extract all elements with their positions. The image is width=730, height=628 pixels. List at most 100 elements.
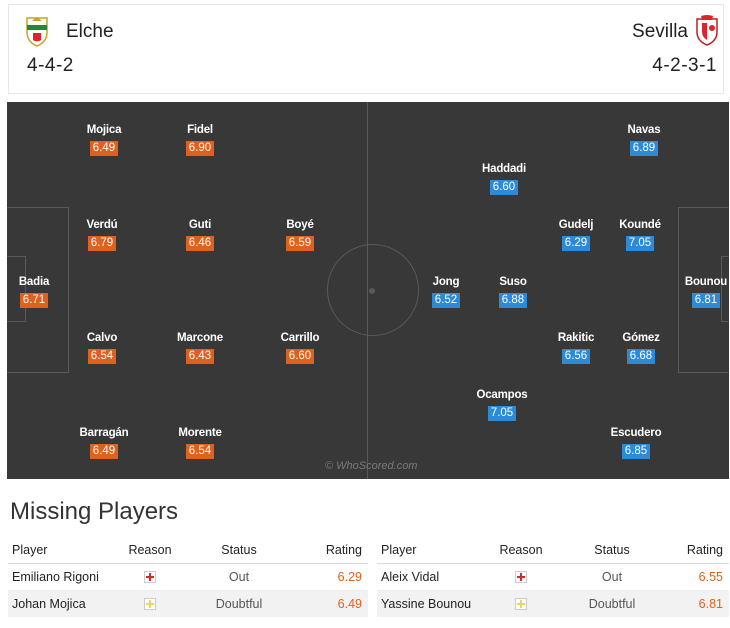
header-reason: Reason xyxy=(483,538,559,564)
player-away[interactable]: Rakitic 6.56 xyxy=(540,331,612,364)
player-rating: 6.49 xyxy=(89,141,119,156)
player-rating: 6.29 xyxy=(561,236,591,251)
missing-status: Out xyxy=(186,563,292,591)
player-name: Mojica xyxy=(86,124,122,136)
player-rating: 6.79 xyxy=(87,236,117,251)
player-name: Carrillo xyxy=(280,332,320,344)
player-away[interactable]: Gudelj 6.29 xyxy=(540,218,612,251)
player-home[interactable]: Fidel 6.90 xyxy=(164,123,236,156)
player-name: Guti xyxy=(188,219,212,231)
player-rating: 6.89 xyxy=(629,141,659,156)
player-rating: 6.68 xyxy=(626,349,656,364)
header-player: Player xyxy=(377,538,483,564)
player-away[interactable]: Gómez 6.68 xyxy=(605,331,677,364)
missing-player-name[interactable]: Emiliano Rigoni xyxy=(8,563,114,591)
player-rating: 6.46 xyxy=(185,236,215,251)
missing-status: Doubtful xyxy=(559,590,665,617)
away-formation: 4-2-3-1 xyxy=(652,55,717,76)
away-six-yard-box xyxy=(721,256,729,322)
away-penalty-box xyxy=(678,207,729,373)
home-penalty-box xyxy=(7,207,69,373)
player-away[interactable]: Koundé 7.05 xyxy=(604,218,676,251)
player-rating: 6.59 xyxy=(285,236,315,251)
player-name: Bounou xyxy=(684,276,728,288)
player-away[interactable]: Haddadi 6.60 xyxy=(468,162,540,195)
doubtful-icon xyxy=(515,598,527,611)
player-home[interactable]: Calvo 6.54 xyxy=(66,331,138,364)
home-missing-table: Player Reason Status Rating Emiliano Rig… xyxy=(8,538,368,617)
header-rating: Rating xyxy=(292,538,368,564)
missing-rating: 6.49 xyxy=(292,590,368,617)
player-name: Ocampos xyxy=(476,389,528,401)
header-status: Status xyxy=(186,538,292,564)
injury-icon xyxy=(144,571,156,584)
player-away[interactable]: Bounou 6.81 xyxy=(670,275,729,308)
sevilla-crest-icon xyxy=(696,15,718,46)
player-name: Rakitic xyxy=(557,332,595,344)
player-home[interactable]: Verdú 6.79 xyxy=(66,218,138,251)
header-player: Player xyxy=(8,538,114,564)
player-home[interactable]: Boyé 6.59 xyxy=(264,218,336,251)
player-rating: 7.05 xyxy=(487,406,517,421)
missing-rating: 6.55 xyxy=(665,563,729,591)
table-row: Emiliano Rigoni Out 6.29 xyxy=(8,563,368,591)
match-header: Elche 4-4-2 Sevilla 4-2-3-1 xyxy=(8,4,724,94)
player-rating: 6.60 xyxy=(489,180,519,195)
center-spot xyxy=(369,288,375,294)
player-home[interactable]: Mojica 6.49 xyxy=(68,123,140,156)
player-away[interactable]: Navas 6.89 xyxy=(608,123,680,156)
player-away[interactable]: Jong 6.52 xyxy=(410,275,482,308)
player-home[interactable]: Morente 6.54 xyxy=(164,426,236,459)
player-away[interactable]: Ocampos 7.05 xyxy=(466,388,538,421)
missing-rating: 6.29 xyxy=(292,563,368,591)
doubtful-icon xyxy=(144,598,156,611)
player-name: Gómez xyxy=(622,332,660,344)
home-six-yard-box xyxy=(7,256,26,322)
missing-player-name[interactable]: Johan Mojica xyxy=(8,590,114,617)
player-name: Haddadi xyxy=(482,163,526,175)
player-name: Gudelj xyxy=(558,219,594,231)
table-row: Yassine Bounou Doubtful 6.81 xyxy=(377,590,729,617)
player-rating: 6.56 xyxy=(561,349,591,364)
player-name: Marcone xyxy=(177,332,223,344)
player-name: Calvo xyxy=(86,332,118,344)
player-rating: 7.05 xyxy=(625,236,655,251)
away-missing-table: Player Reason Status Rating Aleix Vidal … xyxy=(377,538,729,617)
away-team-name[interactable]: Sevilla xyxy=(632,21,688,42)
player-name: Morente xyxy=(178,427,222,439)
header-reason: Reason xyxy=(114,538,186,564)
player-home[interactable]: Carrillo 6.60 xyxy=(264,331,336,364)
player-name: Badia xyxy=(18,276,50,288)
whoscored-watermark: © WhoScored.com xyxy=(325,460,418,472)
player-name: Suso xyxy=(499,276,527,288)
home-team-name[interactable]: Elche xyxy=(66,21,114,42)
player-name: Verdú xyxy=(86,219,118,231)
player-rating: 6.90 xyxy=(185,141,215,156)
player-rating: 6.85 xyxy=(621,444,651,459)
player-rating: 6.49 xyxy=(89,444,119,459)
missing-player-name[interactable]: Yassine Bounou xyxy=(377,590,483,617)
player-rating: 6.54 xyxy=(185,444,215,459)
player-home[interactable]: Guti 6.46 xyxy=(164,218,236,251)
missing-players-title: Missing Players xyxy=(10,498,179,525)
missing-status: Out xyxy=(559,563,665,591)
elche-crest-icon xyxy=(26,17,48,47)
player-name: Boyé xyxy=(286,219,314,231)
player-name: Navas xyxy=(627,124,661,136)
home-formation: 4-4-2 xyxy=(27,55,74,76)
player-name: Jong xyxy=(432,276,460,288)
missing-player-name[interactable]: Aleix Vidal xyxy=(377,563,483,591)
player-rating: 6.60 xyxy=(285,349,315,364)
player-name: Fidel xyxy=(187,124,213,136)
player-rating: 6.81 xyxy=(691,293,721,308)
player-rating: 6.54 xyxy=(87,349,117,364)
table-row: Aleix Vidal Out 6.55 xyxy=(377,563,729,591)
player-name: Koundé xyxy=(619,219,661,231)
player-rating: 6.52 xyxy=(431,293,461,308)
